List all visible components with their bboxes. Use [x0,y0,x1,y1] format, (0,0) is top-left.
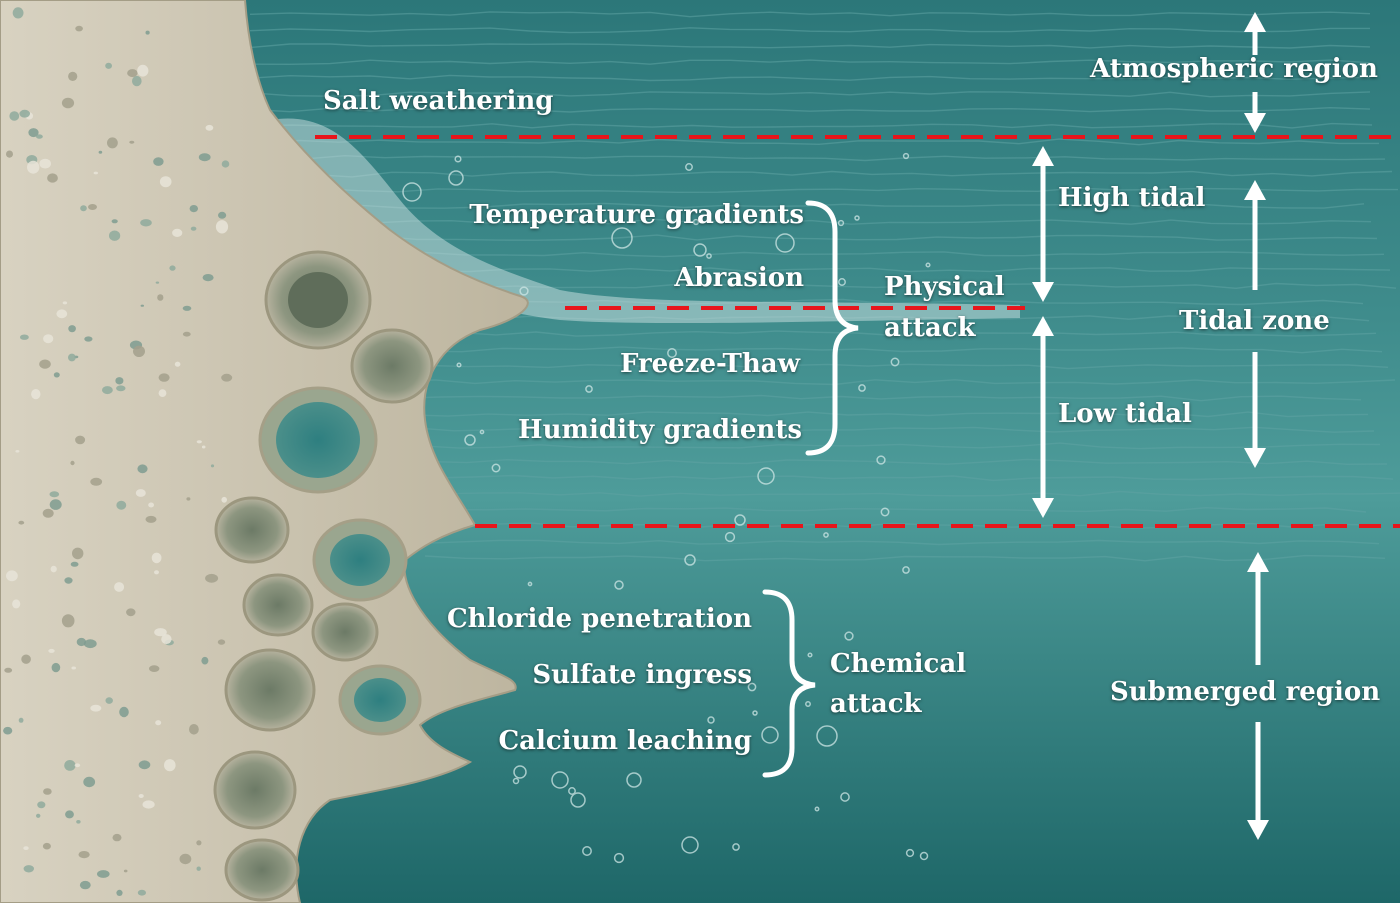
zone-boundaries [315,135,1400,528]
physical-attack-brace [805,200,859,456]
tidal-zone-arrow [1244,180,1266,468]
label-submerged-region: Submerged region [1110,677,1381,707]
atmospheric-arrow [1244,12,1266,133]
high-tidal-arrow [1032,146,1054,302]
chemical-item-calcium-leaching: Calcium leaching [498,726,752,756]
physical-item-humidity-gradients: Humidity gradients [518,415,802,445]
air-bubbles [402,152,931,864]
concrete-pores [213,250,434,902]
physical-attack-label-line2: attack [884,313,976,343]
label-atmospheric-region: Atmospheric region [1090,54,1378,84]
label-low-tidal: Low tidal [1058,399,1192,429]
physical-item-freeze-thaw: Freeze-Thaw [619,349,800,379]
physical-item-abrasion: Abrasion [674,263,804,293]
physical-attack-label-line1: Physical [884,272,1005,302]
physical-item-temperature-gradients: Temperature gradients [469,200,804,230]
chemical-attack-label-line1: Chemical [830,649,967,679]
concrete-aggregate [3,7,233,897]
chemical-item-sulfate-ingress: Sulfate ingress [532,660,752,690]
chemical-item-chloride-penetration: Chloride penetration [446,604,752,634]
chemical-attack-label-line2: attack [830,689,922,719]
low-tidal-arrow [1032,316,1054,518]
submerged-arrow [1247,552,1269,840]
label-high-tidal: High tidal [1058,183,1206,213]
label-salt-weathering: Salt weathering [323,86,554,116]
label-tidal-zone: Tidal zone [1179,306,1330,336]
chemical-attack-brace [762,589,816,778]
zone-arrows [1032,12,1269,840]
